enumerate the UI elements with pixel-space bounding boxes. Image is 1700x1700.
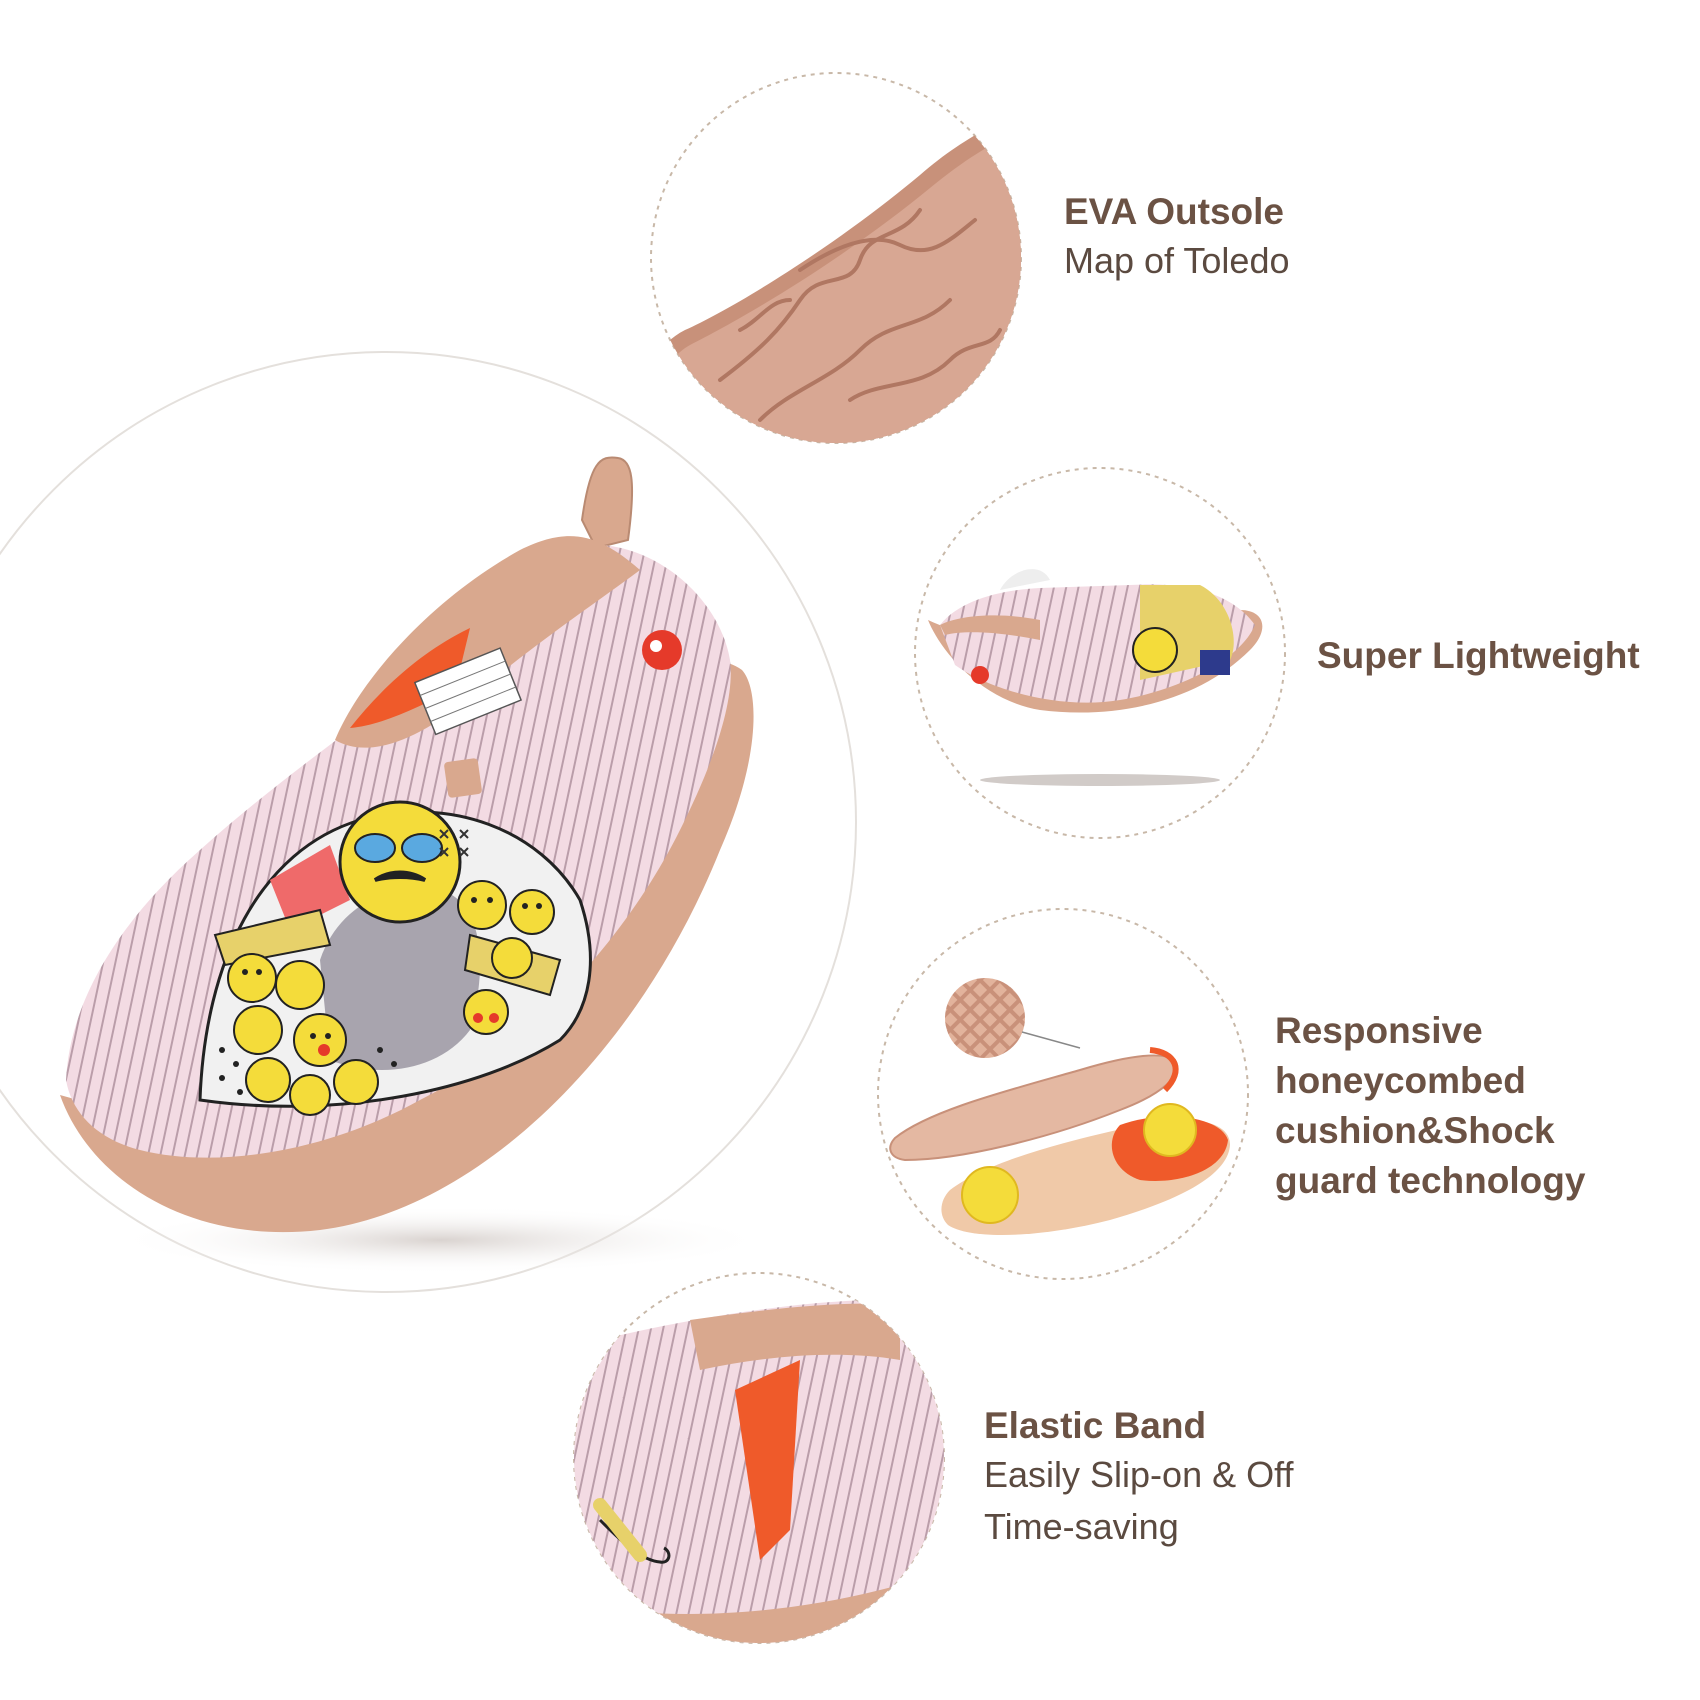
feature-cushion: Responsive honeycombed cushion&Shock gua…: [1275, 1006, 1585, 1206]
outsole-subtitle: Map of Toledo: [1064, 240, 1290, 281]
feature-outsole: EVA Outsole Map of Toledo: [1064, 188, 1290, 287]
cushion-title-line: Responsive: [1275, 1010, 1483, 1051]
feature-lightweight: Super Lightweight: [1317, 632, 1640, 679]
feature-elastic: Elastic Band Easily Slip-on & Off Time-s…: [984, 1402, 1293, 1553]
main-shoe: [60, 456, 754, 1233]
lightweight-title: Super Lightweight: [1317, 635, 1640, 676]
elastic-line: Time-saving: [984, 1506, 1179, 1547]
elastic-line: Easily Slip-on & Off: [984, 1454, 1294, 1495]
outsole-title: EVA Outsole: [1064, 191, 1284, 232]
cushion-title-line: guard technology: [1275, 1160, 1586, 1201]
cushion-title-line: honeycombed: [1275, 1060, 1526, 1101]
elastic-title: Elastic Band: [984, 1405, 1207, 1446]
cushion-title-line: cushion&Shock: [1275, 1110, 1555, 1151]
